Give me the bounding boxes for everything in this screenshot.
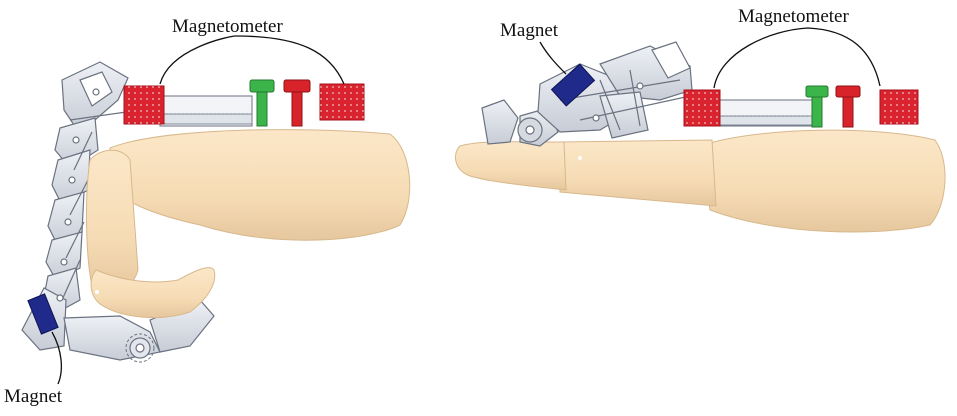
right-magnetometer-leader bbox=[713, 27, 881, 89]
right-proximal-phalanx bbox=[699, 129, 946, 233]
right-magnet-label: Magnet bbox=[500, 20, 559, 41]
left-red-marker bbox=[283, 79, 311, 127]
right-middle-phalanx bbox=[559, 139, 717, 207]
right-panel: Magnetometer Magnet bbox=[454, 6, 946, 233]
left-magnetometer-leader bbox=[159, 35, 345, 85]
left-distal-phalanx bbox=[90, 267, 216, 319]
left-panel: Magnetometer Magnet bbox=[4, 16, 411, 407]
left-magnetometer-board-b bbox=[319, 83, 365, 121]
left-magnet-label: Magnet bbox=[4, 386, 63, 407]
right-exoskeleton-linkage bbox=[481, 41, 693, 147]
left-proximal-phalanx bbox=[109, 129, 411, 241]
left-magnet-leader bbox=[51, 331, 63, 385]
right-magnetometer-label: Magnetometer bbox=[738, 6, 849, 27]
left-magnetometer-label: Magnetometer bbox=[172, 16, 283, 37]
right-sensor-rail bbox=[715, 99, 813, 127]
right-green-marker bbox=[805, 85, 829, 128]
left-green-marker bbox=[249, 79, 275, 127]
right-finger bbox=[454, 129, 946, 233]
left-magnetometer-board-a bbox=[123, 85, 165, 125]
left-exoskeleton-linkage bbox=[21, 61, 215, 361]
left-gear bbox=[125, 333, 155, 363]
right-distal-phalanx bbox=[454, 141, 567, 191]
right-magnet-leader bbox=[539, 41, 567, 75]
right-red-marker bbox=[835, 85, 861, 128]
right-magnet bbox=[550, 63, 596, 107]
left-magnet bbox=[27, 293, 59, 335]
right-magnetometer-board-b bbox=[879, 89, 919, 125]
left-finger bbox=[86, 129, 411, 319]
right-magnetometer-board-a bbox=[683, 89, 721, 127]
left-sensor-rail bbox=[159, 95, 253, 127]
